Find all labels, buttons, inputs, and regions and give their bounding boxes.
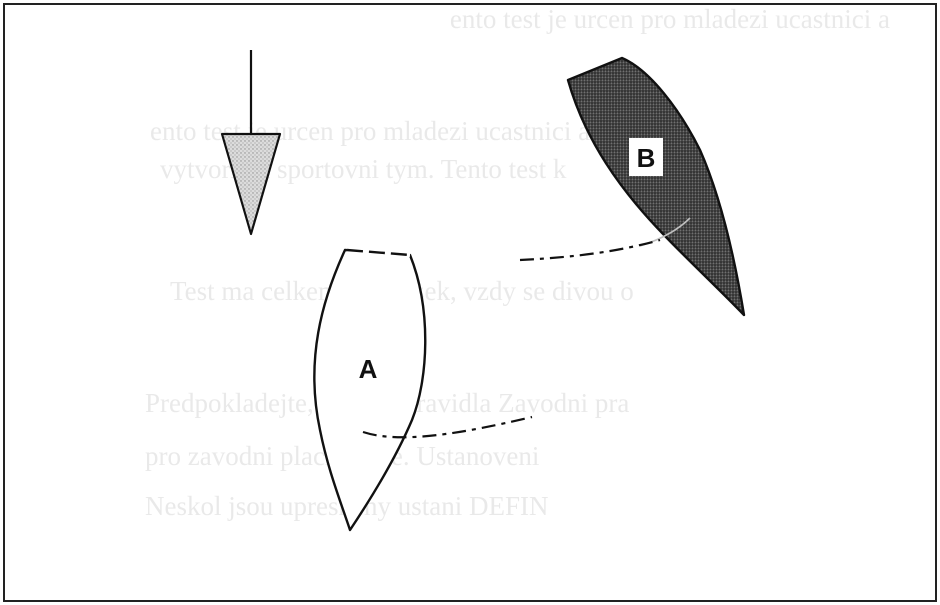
boat-a: A xyxy=(313,248,427,532)
boat-a-hull xyxy=(313,248,427,532)
boat-a-label: A xyxy=(359,354,378,384)
boat-b-hull xyxy=(566,56,746,317)
boat-a-transom xyxy=(346,248,411,257)
bleed-line-0: ento test je urcen pro mladezi ucastnici… xyxy=(450,4,890,34)
boat-b-overlap-line xyxy=(519,238,661,262)
bleed-line-1: ento test je urcen pro mladezi ucastnici… xyxy=(150,116,590,146)
wind-arrow-icon xyxy=(220,50,282,236)
boat-b-label-box xyxy=(629,138,663,176)
boat-b: B xyxy=(566,56,746,317)
boat-b-label: B xyxy=(637,143,656,173)
boat-a-overlap-line xyxy=(362,415,533,439)
frame-border xyxy=(3,3,937,602)
bleed-line-2: vytvorit si sportovni tym. Tento test k xyxy=(160,154,567,184)
